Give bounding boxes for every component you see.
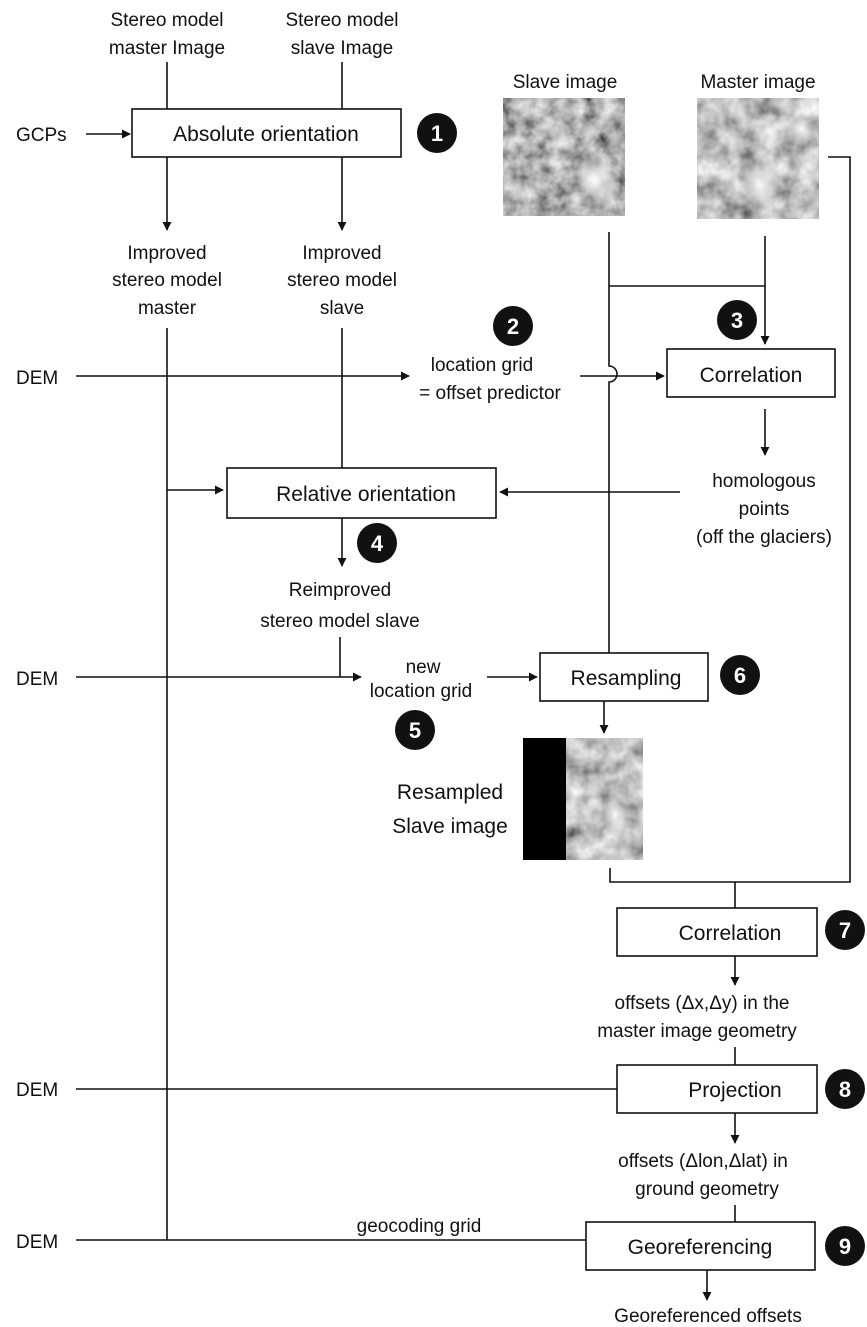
step-3-number: 3 <box>731 308 743 333</box>
master-image <box>697 98 819 219</box>
correlation-label-2: Correlation <box>679 922 782 945</box>
relative-orientation-label: Relative orientation <box>276 483 456 506</box>
offsets-lonlat-line1: offsets (Δlon,Δlat) in <box>618 1151 788 1172</box>
location-grid-line2: = offset predictor <box>419 383 561 404</box>
step-5-number: 5 <box>409 718 421 743</box>
new-location-grid-line2: location grid <box>370 681 472 702</box>
correlation-box-1 <box>666 348 836 398</box>
dem-label-2: DEM <box>16 669 58 690</box>
offsets-xy-line2: master image geometry <box>597 1021 797 1042</box>
projection-label: Projection <box>688 1079 781 1102</box>
slave-input-line2: slave Image <box>291 38 393 59</box>
step-7-number: 7 <box>839 918 851 943</box>
step-2-badge <box>493 306 533 346</box>
dem-label-3: DEM <box>16 1080 58 1101</box>
step-9-badge <box>825 1226 865 1266</box>
dem-label-1: DEM <box>16 368 58 389</box>
improved-master-line1: Improved <box>127 243 206 264</box>
slave-image <box>503 98 625 216</box>
georeferencing-label: Georeferencing <box>628 1236 773 1259</box>
improved-master-line3: master <box>138 298 197 319</box>
resampled-slave-line2: Slave image <box>392 815 508 838</box>
master-input-line2: master Image <box>109 38 225 59</box>
reimproved-line2: stereo model slave <box>260 611 419 632</box>
improved-slave-line1: Improved <box>302 243 381 264</box>
step-9-number: 9 <box>839 1234 851 1259</box>
location-grid-line1: location grid <box>431 355 533 376</box>
step-1-badge <box>417 113 457 153</box>
improved-slave-line2: stereo model <box>287 270 397 291</box>
step-3-badge <box>717 300 757 340</box>
georeferenced-offsets-label: Georeferenced offsets <box>614 1306 802 1327</box>
offsets-xy-line1: offsets (Δx,Δy) in the <box>615 993 790 1014</box>
geocoding-grid-label: geocoding grid <box>357 1216 482 1237</box>
step-2-number: 2 <box>507 314 519 339</box>
step-6-number: 6 <box>734 663 746 688</box>
resampled-slave-line1: Resampled <box>397 781 503 804</box>
slave-input-line1: Stereo model <box>285 10 398 31</box>
master-image-to-correlation2-connector <box>735 156 851 883</box>
step-7-badge <box>825 910 865 950</box>
step-8-badge <box>825 1069 865 1109</box>
projection-box <box>616 1064 818 1114</box>
homologous-line2: points <box>739 499 790 520</box>
improved-slave-line3: slave <box>320 298 364 319</box>
new-location-grid-line1: new <box>406 657 441 678</box>
georeferencing-box <box>585 1221 816 1271</box>
correlation-box-2 <box>616 907 818 957</box>
resampling-label: Resampling <box>571 667 682 690</box>
relative-orientation-box <box>226 467 497 519</box>
offsets-lonlat-line2: ground geometry <box>635 1179 779 1200</box>
step-4-number: 4 <box>371 531 384 556</box>
absolute-orientation-label: Absolute orientation <box>173 123 359 146</box>
slave-image-label: Slave image <box>513 72 618 93</box>
resampling-box <box>539 652 709 702</box>
slave-image-to-resampling-line <box>608 232 618 653</box>
step-8-number: 8 <box>839 1077 851 1102</box>
step-1-number: 1 <box>431 121 443 146</box>
improved-master-line2: stereo model <box>112 270 222 291</box>
master-image-label: Master image <box>700 72 815 93</box>
absolute-orientation-box <box>131 108 402 158</box>
dem-label-4: DEM <box>16 1232 58 1253</box>
resampled-slave-image <box>523 738 643 860</box>
master-input-line1: Stereo model <box>110 10 223 31</box>
homologous-line3: (off the glaciers) <box>696 527 832 548</box>
step-4-badge <box>357 523 397 563</box>
resampled-to-correlation2-connector <box>609 868 735 883</box>
reimproved-line1: Reimproved <box>289 580 391 601</box>
step-5-badge <box>395 710 435 750</box>
gcps-label: GCPs <box>16 125 67 146</box>
correlation-label-1: Correlation <box>700 364 803 387</box>
step-6-badge <box>720 655 760 695</box>
homologous-line1: homologous <box>712 471 816 492</box>
